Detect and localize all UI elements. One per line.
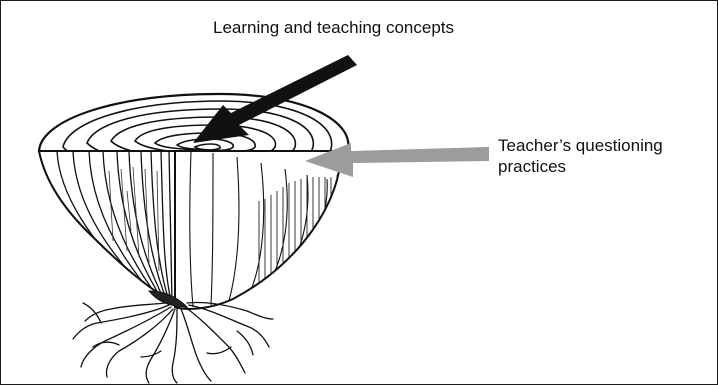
onion-outer-skin — [175, 151, 341, 309]
black-arrow — [193, 55, 357, 143]
label-teacher-questioning-practices: Teacher’s questioning practices — [498, 135, 698, 177]
label-learning-teaching-concepts: Learning and teaching concepts — [213, 17, 454, 38]
onion-roots — [73, 302, 273, 383]
onion-cut-section — [39, 151, 175, 303]
